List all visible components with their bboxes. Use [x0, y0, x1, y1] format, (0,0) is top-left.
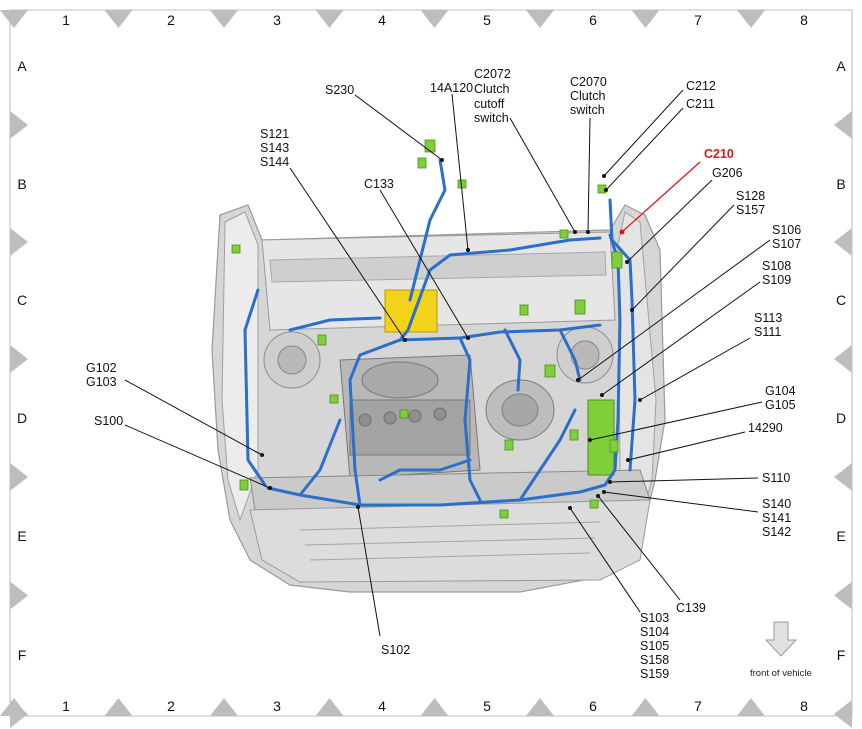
label-s102: S102: [381, 643, 410, 657]
row-label-B: B: [17, 176, 26, 192]
grid-marker-left: [10, 345, 28, 373]
front-of-vehicle-indicator: front of vehicle: [750, 621, 812, 679]
column-label-6: 6: [589, 698, 597, 714]
grid-marker-top: [0, 10, 28, 28]
grid-marker-top: [526, 10, 554, 28]
column-label-3: 3: [273, 698, 281, 714]
grid-marker-top: [104, 10, 133, 28]
grid-marker-left: [10, 228, 28, 256]
row-label-D: D: [17, 410, 27, 426]
grid-marker-right: [834, 700, 852, 728]
label-s110: S110: [762, 471, 790, 485]
wiring-harness: [243, 158, 637, 507]
label-s140: S140 S141 S142: [762, 497, 795, 539]
callout-labels: S230 14A120 C2072 Clutch cutoff switch C…: [86, 67, 805, 681]
row-label-C: C: [17, 292, 27, 308]
grid-marker-left: [10, 700, 28, 728]
column-label-1: 1: [62, 12, 70, 28]
grid-marker-top: [737, 10, 765, 28]
grid-marker-bottom: [526, 698, 554, 716]
label-g206: G206: [712, 166, 743, 180]
row-labels-left: A B C D E F: [17, 58, 27, 663]
grid-marker-top: [420, 10, 449, 28]
down-arrow-icon: [764, 621, 798, 657]
row-label-F: F: [837, 647, 846, 663]
label-s106: S106 S107: [772, 223, 805, 251]
label-c210: C210: [704, 147, 734, 161]
label-c211: C211: [686, 97, 715, 111]
label-s230: S230: [325, 83, 354, 97]
grid-marker-right: [834, 228, 852, 256]
grid-marker-right: [834, 463, 852, 491]
column-label-6: 6: [589, 12, 597, 28]
grid-marker-bottom: [104, 698, 133, 716]
front-of-vehicle-label: front of vehicle: [750, 668, 812, 679]
label-c212: C212: [686, 79, 716, 93]
label-s100: S100: [94, 414, 123, 428]
row-label-E: E: [836, 528, 845, 544]
label-s113: S113 S111: [754, 311, 786, 339]
c210-endpoint: [619, 229, 625, 235]
grid-markers: [0, 10, 852, 728]
label-s121: S121 S143 S144: [260, 127, 293, 169]
column-label-8: 8: [800, 12, 808, 28]
column-label-4: 4: [378, 698, 386, 714]
leader-lines: [124, 89, 771, 637]
row-label-C: C: [836, 292, 846, 308]
column-label-5: 5: [483, 698, 491, 714]
grid-marker-bottom: [631, 698, 660, 716]
column-label-4: 4: [378, 12, 386, 28]
grid-marker-bottom: [210, 698, 238, 716]
column-labels-top: 1 2 3 4 5 6 7 8: [62, 12, 808, 28]
column-labels-bottom: 1 2 3 4 5 6 7 8: [62, 698, 808, 714]
label-14a120: 14A120: [430, 81, 473, 95]
column-label-1: 1: [62, 698, 70, 714]
label-c133: C133: [364, 177, 394, 191]
column-label-8: 8: [800, 698, 808, 714]
column-label-2: 2: [167, 698, 175, 714]
label-g104: G104 G105: [765, 384, 799, 412]
row-label-E: E: [17, 528, 26, 544]
leader-endpoints: [260, 158, 642, 510]
label-g102: G102 G103: [86, 361, 120, 389]
row-label-B: B: [836, 176, 845, 192]
grid-marker-bottom: [315, 698, 344, 716]
column-label-2: 2: [167, 12, 175, 28]
label-s108: S108 S109: [762, 259, 795, 287]
label-c2072: C2072 Clutch cutoff switch: [474, 67, 514, 125]
grid-marker-top: [315, 10, 344, 28]
grid-marker-top: [631, 10, 660, 28]
column-label-7: 7: [694, 698, 702, 714]
grid-marker-left: [10, 463, 28, 491]
harness-connectors: [231, 139, 623, 519]
column-label-3: 3: [273, 12, 281, 28]
row-label-A: A: [836, 58, 846, 74]
grid-marker-bottom: [420, 698, 449, 716]
row-labels-right: A B C D E F: [836, 58, 846, 663]
row-label-D: D: [836, 410, 846, 426]
grid-marker-right: [834, 581, 852, 610]
grid-marker-right: [834, 345, 852, 373]
grid-marker-left: [10, 111, 28, 139]
grid-marker-bottom: [737, 698, 765, 716]
c210-leader-line: [621, 161, 701, 233]
row-label-A: A: [17, 58, 27, 74]
grid-marker-right: [834, 111, 852, 139]
label-c139: C139: [676, 601, 706, 615]
column-label-7: 7: [694, 12, 702, 28]
grid-marker-left: [10, 581, 28, 610]
row-label-F: F: [18, 647, 27, 663]
label-s103: S103 S104 S105 S158 S159: [640, 611, 673, 681]
label-s128: S128 S157: [736, 189, 769, 217]
grid-marker-top: [210, 10, 238, 28]
label-14290: 14290: [748, 421, 783, 435]
column-label-5: 5: [483, 12, 491, 28]
label-c2070: C2070 Clutch switch: [570, 75, 610, 117]
